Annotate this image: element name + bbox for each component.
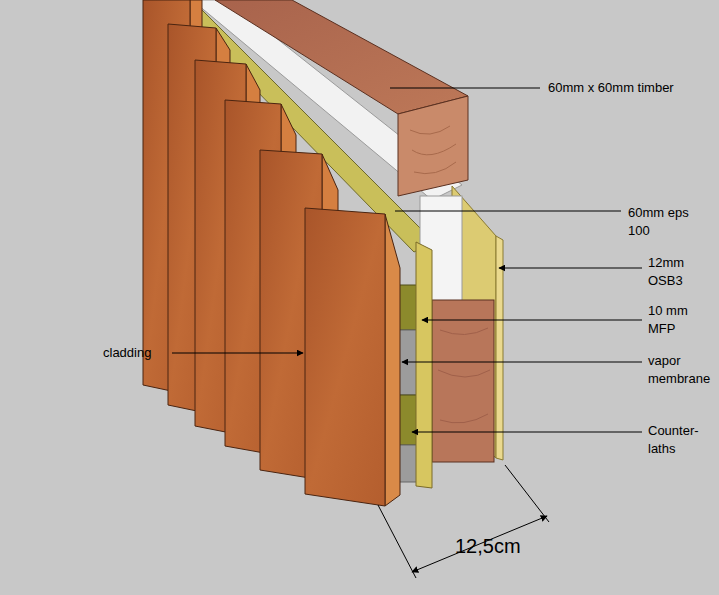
leader-line [390,88,540,89]
leader-line [499,268,642,269]
wood-grain [410,126,456,174]
osb-edge [496,236,503,460]
dimension [378,465,549,578]
leader-line [422,320,642,321]
counter-lath [398,395,418,445]
leader-lines [172,88,642,432]
dimension-label: 12,5cm [455,533,545,560]
timber-end [398,96,468,196]
mfp-end [416,242,432,488]
part-label: 10 mm MFP [648,302,698,338]
part-label: vapor membrane [648,352,714,388]
stud-end [432,300,494,462]
part-label: 60mm eps 100 [628,204,696,240]
leader-line [412,432,642,433]
counter-lath [398,285,418,330]
part-label: Counter- laths [648,422,708,458]
part-label: 60mm x 60mm timber [548,79,708,97]
leader-line [172,353,303,354]
wood-grain [438,328,490,423]
dimension-line [412,516,547,572]
vapor-membrane [398,445,418,482]
extension-line [505,465,549,522]
extension-line [378,505,416,578]
leader-line [402,362,642,363]
leader-line [395,211,621,212]
board-side [385,214,400,506]
part-label: 12mm OSB3 [648,254,698,290]
cladding-boards [143,0,400,506]
board-face [305,208,385,506]
part-label: cladding [103,344,167,362]
